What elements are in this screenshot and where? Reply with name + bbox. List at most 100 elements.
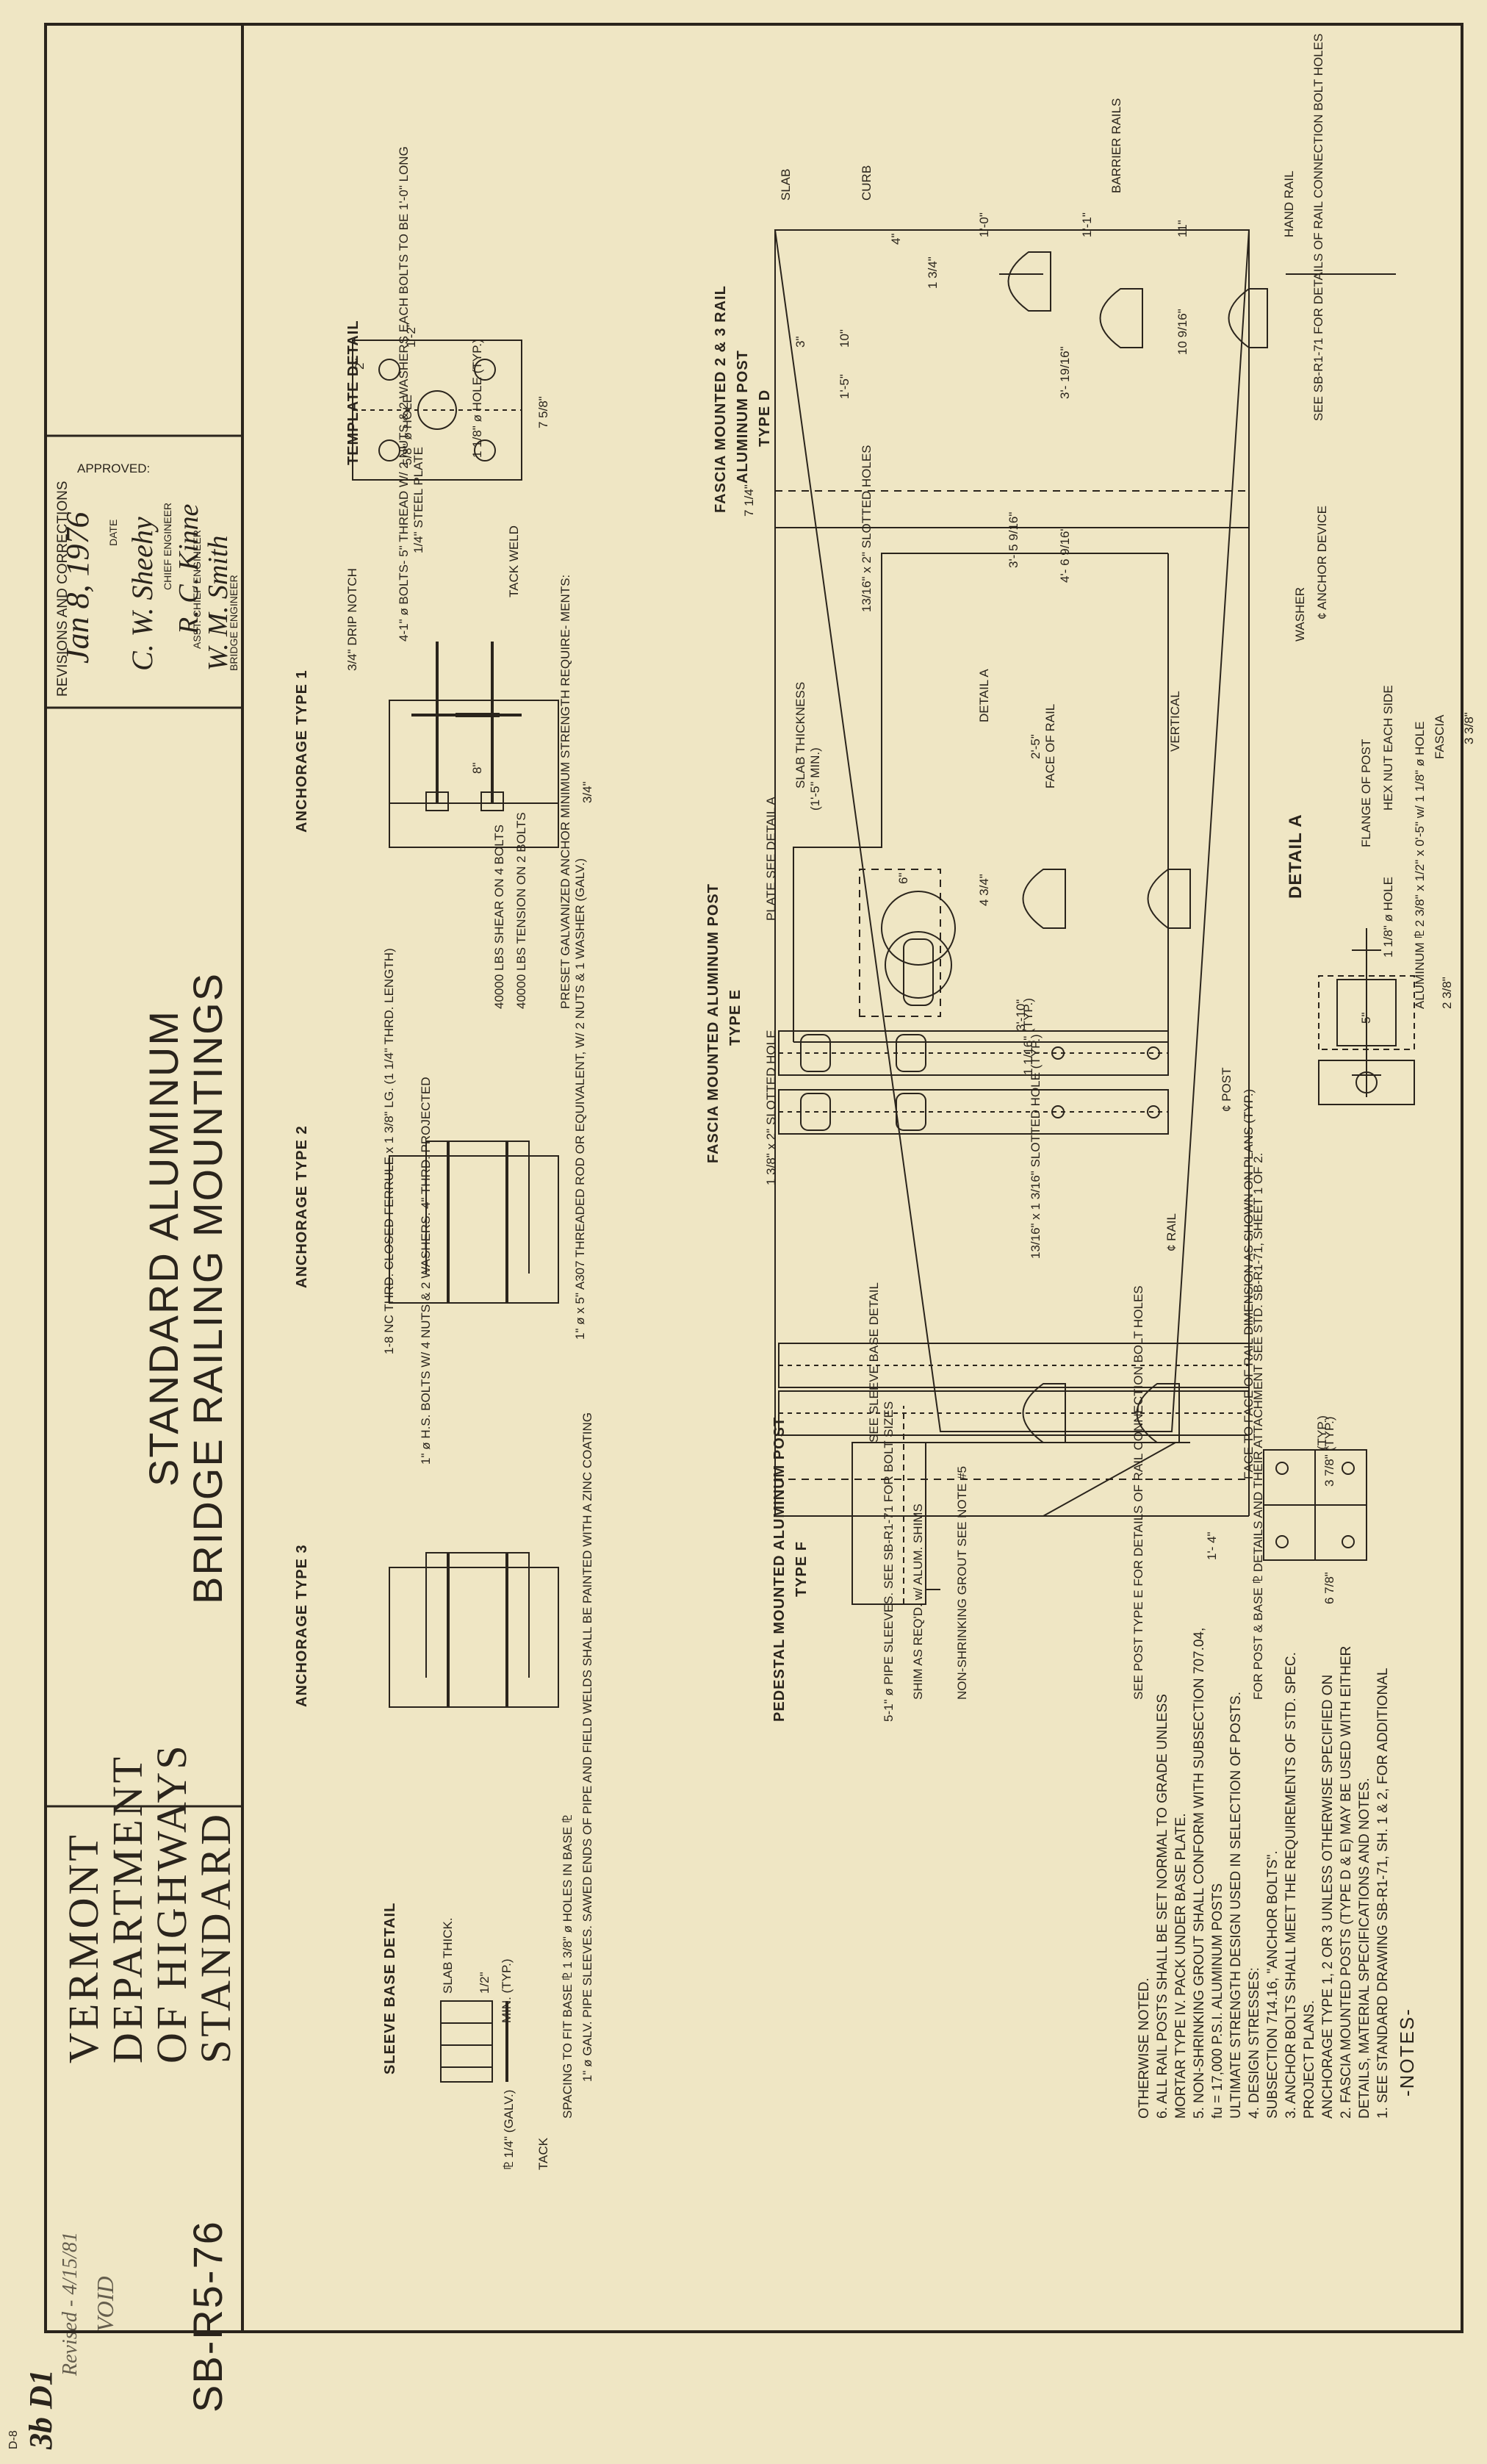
dim: 4'- 6 9/16" bbox=[1058, 526, 1072, 583]
stamp-line-2: DEPARTMENT bbox=[104, 1753, 151, 2063]
note-line: MORTAR TYPE IV. PACK UNDER BASE PLATE. bbox=[1173, 1813, 1189, 2119]
chief-engineer-label: CHIEF ENGINEER bbox=[162, 502, 173, 590]
ann-aluminum-plate: ALUMINUM ⅊ 2 3/8" x 1/2" x 0'-5" w/ 1 1/… bbox=[1413, 721, 1427, 1009]
dim: 1'- 4" bbox=[1205, 1531, 1219, 1560]
ann-fascia: FASCIA bbox=[1433, 714, 1447, 759]
ann-curb: CURB bbox=[860, 165, 874, 201]
ann-post-base-note: FOR POST & BASE ⅊ DETAILS AND THEIR ATTA… bbox=[1251, 1152, 1265, 1700]
note-line: OTHERWISE NOTED. bbox=[1137, 1978, 1152, 2119]
ann-plate-see-detail: PLATE SEE DETAIL A bbox=[764, 797, 778, 921]
ann-hs-bolts: 1" ø H.S. BOLTS W/ 4 NUTS & 2 WASHERS. 4… bbox=[419, 1077, 433, 1465]
ann-slab-min: (1'-5" MIN.) bbox=[808, 747, 822, 811]
type-d-title-2: ALUMINUM POST bbox=[735, 350, 751, 484]
note-line: ULTIMATE STRENGTH DESIGN USED IN SELECTI… bbox=[1228, 1692, 1244, 2119]
dim: 4" bbox=[889, 233, 903, 245]
note-line: 1. SEE STANDARD DRAWING SB-R1-71, SH. 1 … bbox=[1375, 1667, 1391, 2119]
stamp-line-4: STANDARD bbox=[192, 1811, 240, 2063]
detail-a-title: DETAIL A bbox=[1286, 813, 1306, 899]
type-d-title-3: TYPE D bbox=[757, 389, 773, 447]
bridge-engineer-label: BRIDGE ENGINEER bbox=[228, 575, 240, 671]
template-detail bbox=[352, 340, 522, 481]
date-value: Jan 8, 1976 bbox=[60, 511, 96, 664]
drawing-number: SB-R5-76 bbox=[184, 2220, 231, 2413]
dim: 3 7/8" (TYP.) bbox=[1322, 1416, 1336, 1487]
approved-label: APPROVED: bbox=[77, 461, 151, 475]
dim: 1'-2" bbox=[404, 323, 418, 348]
ann-rail-conn: SEE SB-R1-71 FOR DETAILS OF RAIL CONNECT… bbox=[1311, 33, 1325, 421]
ann-bolts-type1: 4-1" ø BOLTS- 5" THREAD W/ 2 NUTS & 2 WA… bbox=[397, 146, 411, 642]
stamp-line-3: OF HIGHWAYS bbox=[148, 1742, 195, 2063]
ann-pipe-sleeves: 5-1" ø PIPE SLEEVES. SEE SB-R1-71 FOR BO… bbox=[882, 1401, 896, 1722]
ann-non-shrinking: NON-SHRINKING GROUT SEE NOTE #5 bbox=[955, 1465, 969, 1700]
ann-shear: 40000 LBS SHEAR ON 4 BOLTS bbox=[492, 824, 506, 1009]
dim: 3'- 5 9/16" bbox=[1007, 511, 1020, 568]
ann-slab: SLAB bbox=[779, 168, 793, 201]
type-e-title-2: TYPE E bbox=[727, 988, 744, 1046]
ann-min: MIN. (TYP.) bbox=[500, 1958, 514, 2023]
note-line: DETAILS, MATERIAL SPECIFICATIONS AND NOT… bbox=[1357, 1778, 1372, 2119]
ann-drip-notch: 3/4" DRIP NOTCH bbox=[345, 568, 359, 671]
sheet-border bbox=[44, 23, 1463, 2333]
ann-barrier-rails: BARRIER RAILS bbox=[1109, 98, 1123, 193]
type-d-elevation bbox=[774, 229, 1396, 1517]
ann-plate-galv: ⅊ 1/4" (GALV.) bbox=[502, 2089, 516, 2170]
ann-slotted-holes: 13/16" x 2" SLOTTED HOLES bbox=[860, 445, 874, 613]
dim: 10" bbox=[838, 329, 851, 348]
title-line-1: STANDARD ALUMINUM bbox=[140, 1009, 187, 1487]
note-line: 6. ALL RAIL POSTS SHALL BE SET NORMAL TO… bbox=[1155, 1694, 1170, 2119]
title-line-2: BRIDGE RAILING MOUNTINGS bbox=[184, 971, 231, 1604]
dim: 2'-5" bbox=[1029, 734, 1043, 759]
dim: 7 1/4" bbox=[742, 484, 756, 517]
note-line: ANCHORAGE TYPE 1, 2 OR 3 UNLESS OTHERWIS… bbox=[1320, 1674, 1336, 2119]
dim: 2 3/8" bbox=[1440, 977, 1454, 1009]
ann-shim: SHIM AS REQ'D. w/ ALUM. SHIMS bbox=[911, 1504, 925, 1700]
asst-chief-engineer-label: ASST. CHIEF ENGINEER bbox=[191, 530, 203, 649]
ann-see-post-type-e: SEE POST TYPE E FOR DETAILS OF RAIL CONN… bbox=[1131, 1285, 1145, 1700]
sheet-ref: D-8 bbox=[7, 2430, 20, 2449]
ann-vertical: VERTICAL bbox=[1168, 691, 1182, 752]
ann-washer: WASHER bbox=[1293, 587, 1307, 642]
type-f-section bbox=[1263, 1449, 1367, 1561]
ann-preset-anchor: PRESET GALVANIZED ANCHOR MINIMUM STRENGT… bbox=[558, 574, 572, 1009]
date-label: DATE bbox=[107, 519, 119, 546]
ann-hole-118: 1 1/8" ø HOLE bbox=[1381, 877, 1395, 958]
type-e-plan bbox=[778, 1030, 1169, 1135]
ann-hand-rail: HAND RAIL bbox=[1282, 170, 1296, 237]
dim: 1 1/16" (TYP.) bbox=[1021, 998, 1035, 1075]
detail-a bbox=[1318, 928, 1415, 1105]
void-note: VOID bbox=[92, 2276, 118, 2332]
ann-tension: 40000 LBS TENSION ON 2 BOLTS bbox=[514, 812, 528, 1009]
ann-cl-rail: ¢ RAIL bbox=[1164, 1213, 1178, 1251]
dim: 3/4" bbox=[580, 781, 594, 803]
dim: 1/2" bbox=[478, 1972, 492, 1994]
anchorage-2-title: ANCHORAGE TYPE 2 bbox=[294, 1125, 310, 1288]
sleeve-title: SLEEVE BASE DETAIL bbox=[382, 1902, 398, 2075]
dim: 1'-5" bbox=[838, 374, 851, 399]
ann-hole-118-typ: 1 1/8" ø HOLE (TYP.) bbox=[470, 339, 484, 458]
dim: 6" bbox=[896, 872, 910, 885]
dim: 4 3/4" bbox=[977, 874, 991, 906]
anchorage-1-title: ANCHORAGE TYPE 1 bbox=[294, 669, 310, 833]
anchorage-type-3 bbox=[389, 1552, 559, 1708]
dim: 3" bbox=[793, 336, 807, 348]
note-line: fu = 17,000 P.S.I. ALUMINUM POSTS bbox=[1210, 1883, 1225, 2119]
type-d-side bbox=[778, 931, 1250, 1436]
ann-face-of-rail: FACE OF RAIL bbox=[1043, 703, 1057, 789]
chief-signature: C. W. Sheehy bbox=[126, 517, 159, 671]
note-line: 5. NON-SHRINKING GROUT SHALL CONFORM WIT… bbox=[1192, 1627, 1207, 2119]
dim: 5" bbox=[1359, 1012, 1373, 1024]
dim: 3'- 19/16" bbox=[1058, 346, 1072, 399]
dim: 7 5/8" bbox=[536, 396, 550, 428]
sleeve-base-detail bbox=[440, 2000, 508, 2083]
dim: 6 7/8" bbox=[1322, 1572, 1336, 1604]
type-f-title-2: TYPE F bbox=[793, 1540, 810, 1597]
revised-note: Revised - 4/15/81 bbox=[59, 2232, 82, 2376]
ann-cl-post: ¢ POST bbox=[1220, 1067, 1234, 1112]
type-e-title-1: FASCIA MOUNTED ALUMINUM POST bbox=[705, 883, 721, 1163]
ann-see-sleeve: SEE SLEEVE BASE DETAIL bbox=[867, 1282, 881, 1443]
ann-flange: FLANGE OF POST bbox=[1359, 739, 1373, 847]
note-line: 2. FASCIA MOUNTED POSTS (TYPE D & E) MAY… bbox=[1339, 1645, 1354, 2119]
stamp-line-1: VERMONT bbox=[60, 1832, 107, 2063]
